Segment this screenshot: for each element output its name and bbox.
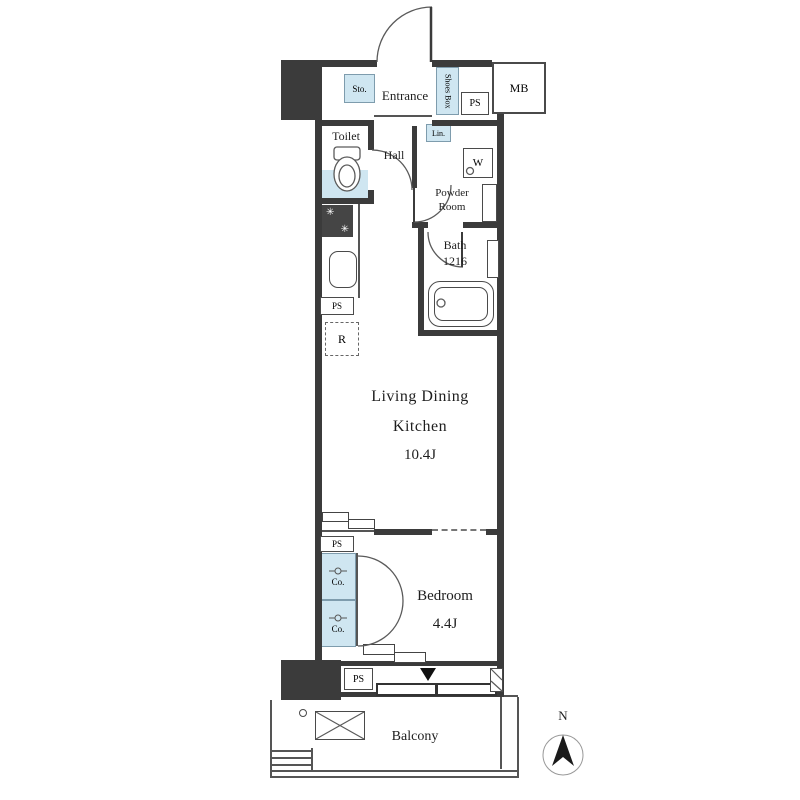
powder-room-label-1: Powder: [435, 187, 469, 199]
balcony-divider-panel: [500, 697, 502, 769]
balcony-top-right-line: [504, 695, 518, 697]
bedroom-bottom-wall-inner: [341, 661, 504, 666]
meter-box: MB: [492, 62, 546, 114]
linen-label: Lin.: [431, 128, 446, 138]
closet-upper-label: Co.: [331, 576, 345, 587]
bathtub-inner: [434, 287, 488, 321]
shoes-box-label: Shoes Box: [443, 73, 453, 109]
pipe-space-balcony-wall: PS: [344, 668, 373, 690]
kitchen-sink: [329, 251, 357, 288]
partition-opening-dashed: [432, 529, 486, 531]
powder-room-label-2: Room: [438, 201, 466, 213]
bedroom-size-label: 4.4J: [432, 616, 458, 632]
pipe-space-entrance: PS: [461, 92, 489, 115]
pipe-space-entrance-label: PS: [469, 98, 481, 109]
stove-burner-icon: ✳: [326, 207, 335, 218]
powder-left-wall: [412, 126, 417, 188]
partition-track-line: [322, 530, 374, 532]
balcony-step-vline: [311, 748, 313, 772]
closet-lower: Co.: [320, 600, 356, 647]
closet-upper: Co.: [320, 553, 356, 600]
balcony-edge-line-1: [270, 770, 519, 772]
pipe-space-kitchen-label: PS: [331, 301, 342, 311]
entrance-step-line: [374, 115, 432, 117]
closet-lower-label: Co.: [331, 623, 345, 634]
right-wall: [497, 112, 504, 697]
hanger-pipe-icon: [329, 567, 347, 574]
toilet-tank: [333, 146, 361, 161]
vanity-counter: [482, 184, 497, 222]
balcony-window-panel-1: [376, 683, 437, 696]
evacuation-hatch: [315, 711, 365, 740]
balcony-window-panel-2: [436, 683, 497, 696]
bath-counter: [487, 240, 499, 278]
balcony-left-edge: [270, 700, 272, 777]
bath-top-wall-right: [463, 222, 504, 228]
bath-left-wall: [418, 228, 424, 336]
column-bottom-left: [281, 660, 341, 700]
drain-circle: [299, 709, 307, 717]
storage-label: Sto.: [352, 83, 367, 94]
toilet-right-wall-upper: [368, 120, 374, 150]
storage-closet: Sto.: [344, 74, 375, 103]
meter-box-label: MB: [509, 80, 529, 95]
bath-size-label: 1216: [443, 254, 467, 268]
powder-top-wall: [432, 120, 497, 126]
bath-top-wall-left: [412, 222, 428, 228]
toilet-right-wall-lower: [368, 190, 374, 204]
washer-label: W: [472, 157, 484, 169]
sliding-window-bedroom-2: [394, 652, 426, 663]
refrigerator-label: R: [337, 331, 346, 346]
pipe-space-kitchen: PS: [320, 297, 354, 315]
compass-circle: [542, 734, 584, 776]
hall-label: Hall: [383, 148, 405, 162]
sliding-door-ldk-panel-1: [322, 512, 349, 522]
top-wall-left: [315, 60, 377, 67]
balcony-right-edge: [517, 697, 519, 777]
washing-machine-pan: W: [463, 148, 493, 178]
entrance-label: Entrance: [381, 88, 429, 103]
ldk-label-1: Living Dining: [371, 388, 469, 405]
compass-needle: [552, 735, 574, 766]
pipe-space-partition-label: PS: [331, 539, 342, 549]
partition-wall-right: [486, 529, 504, 535]
hanger-pipe-icon: [329, 614, 347, 621]
balcony-access-marker: [420, 668, 436, 681]
pipe-space-partition: PS: [320, 536, 354, 552]
left-wall: [315, 67, 322, 660]
kitchen-counter-line: [358, 204, 360, 298]
sliding-door-ldk-panel-2: [348, 519, 375, 529]
bath-label: Bath: [443, 238, 467, 252]
ldk-size-label: 10.4J: [403, 447, 437, 463]
toilet-top-wall: [315, 120, 374, 126]
balcony-edge-line-2: [270, 776, 519, 778]
entrance-door-arc: [376, 6, 433, 63]
sliding-window-bedroom-1: [363, 644, 395, 655]
bath-bottom-wall: [418, 330, 504, 336]
balcony-step-line-2: [270, 757, 312, 759]
closet-front-line: [356, 553, 358, 646]
ldk-label-2: Kitchen: [392, 418, 448, 435]
stove-burner-icon: ✳: [340, 224, 349, 235]
balcony-label: Balcony: [391, 729, 439, 744]
top-wall-right: [432, 60, 492, 67]
toilet-floor: [322, 170, 368, 200]
balcony-step-line-1: [270, 750, 312, 752]
shutter-box: [490, 668, 503, 692]
pipe-space-balcony-label: PS: [352, 673, 365, 685]
column-top-left: [281, 60, 315, 120]
bedroom-label: Bedroom: [417, 588, 473, 604]
shoes-box: Shoes Box: [436, 67, 459, 115]
stove: ✳ ✳: [322, 205, 353, 237]
toilet-bottom-wall: [315, 198, 374, 204]
compass-north-label: N: [558, 708, 568, 723]
balcony-step-line-3: [270, 764, 312, 766]
toilet-label: Toilet: [332, 129, 360, 143]
refrigerator-space: R: [325, 322, 359, 356]
partition-wall-left: [374, 529, 432, 535]
linen-closet: Lin.: [426, 124, 451, 142]
